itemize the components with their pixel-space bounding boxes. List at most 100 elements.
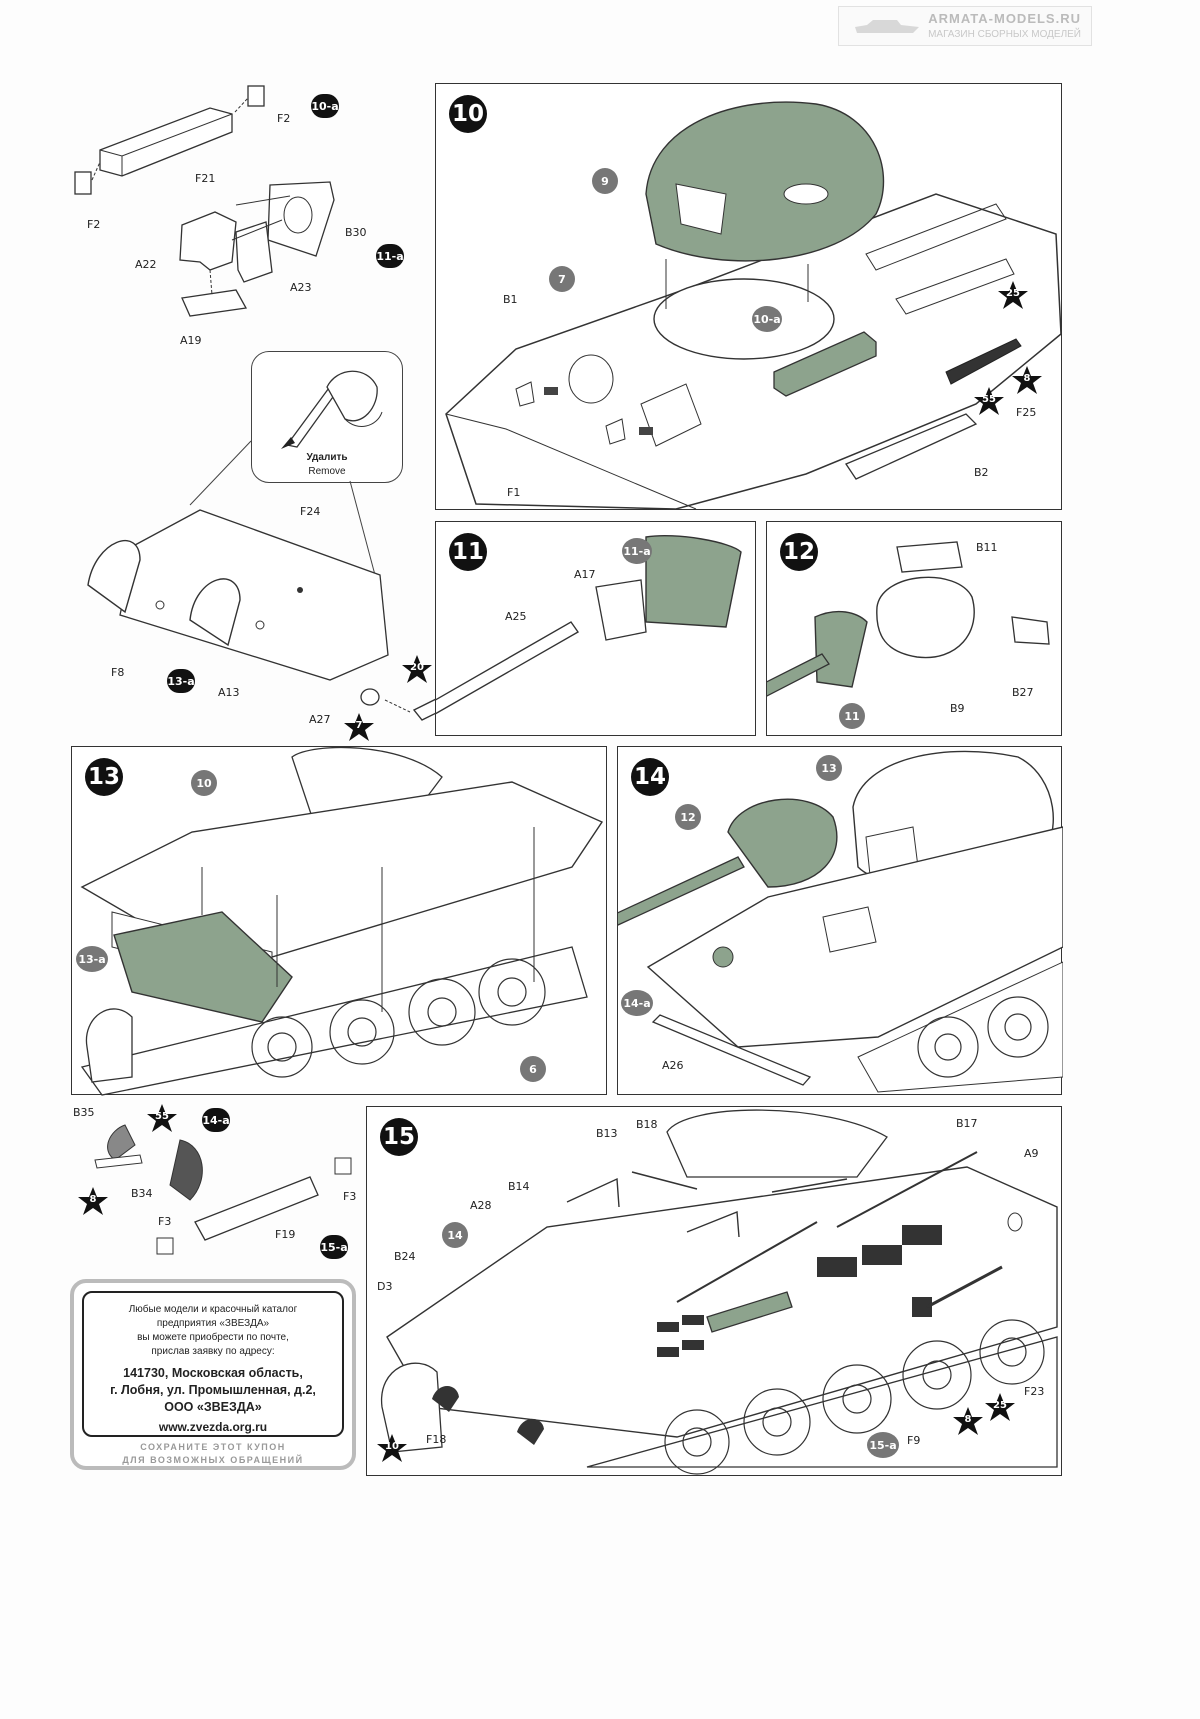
part-label-B11: B11 <box>976 541 998 554</box>
knife-hand-icon <box>281 370 383 449</box>
remove-label-en: Remove <box>308 466 346 477</box>
part-label-B17: B17 <box>956 1117 978 1130</box>
part-label-F18: F18 <box>426 1433 447 1446</box>
part-label-B35: B35 <box>73 1106 95 1119</box>
part-label-A27: A27 <box>309 713 331 726</box>
step-11-panel: 11 11-a A17 A25 <box>435 521 756 736</box>
subassembly-tag-10a: 10-a <box>311 94 339 118</box>
part-label-F9: F9 <box>907 1434 921 1447</box>
coupon-address: 141730, Московская область, г. Лобня, ул… <box>84 1365 342 1416</box>
watermark-subtitle: МАГАЗИН СБОРНЫХ МОДЕЛЕЙ <box>928 29 1081 40</box>
part-label-B13: B13 <box>596 1127 618 1140</box>
part-label-B27: B27 <box>1012 686 1034 699</box>
part-label-B1: B1 <box>503 293 518 306</box>
step-12-drawing <box>767 541 1050 697</box>
step-14-panel: 14 13 12 14-a A26 <box>617 746 1063 1095</box>
subassembly-10a-11a-drawing <box>74 85 335 317</box>
part-label-A19: A19 <box>180 334 202 347</box>
part-label-A22: A22 <box>135 258 157 271</box>
coupon-line: предприятия «ЗВЕЗДА» <box>156 1318 270 1329</box>
part-label-F25: F25 <box>1016 406 1037 419</box>
part-label-B18: B18 <box>636 1118 658 1131</box>
step-15-drawing <box>381 1109 1058 1475</box>
ref-circle-6: 6 <box>520 1056 546 1082</box>
step-13-drawing <box>80 747 604 1096</box>
part-label-F1: F1 <box>507 486 521 499</box>
part-label-B34: B34 <box>131 1187 153 1200</box>
part-label-A13: A13 <box>218 686 240 699</box>
coupon-address-line: ООО «ЗВЕЗДА» <box>164 1400 262 1414</box>
step-number-11: 11 <box>449 533 487 571</box>
subassembly-14a-15a-drawing <box>94 1124 352 1255</box>
subassembly-tag-15a: 15-a <box>320 1235 348 1259</box>
coupon-body: Любые модели и красочный каталог предпри… <box>82 1291 344 1437</box>
subassembly-13a-drawing <box>87 440 440 721</box>
part-label-A17: A17 <box>574 568 596 581</box>
part-label-B30: B30 <box>345 226 367 239</box>
part-label-B2: B2 <box>974 466 989 479</box>
step-number-12: 12 <box>780 533 818 571</box>
part-label-A23: A23 <box>290 281 312 294</box>
part-label-F2: F2 <box>87 218 101 231</box>
coupon-footer-line: СОХРАНИТЕ ЭТОТ КУПОН <box>140 1442 286 1452</box>
part-label-F21: F21 <box>195 172 216 185</box>
subassembly-tag-14a: 14-a <box>202 1108 230 1132</box>
coupon-line: вы можете приобрести по почте, <box>137 1332 289 1343</box>
ref-circle-7: 7 <box>549 266 575 292</box>
ref-circle-12: 12 <box>675 804 701 830</box>
part-label-F2: F2 <box>277 112 291 125</box>
paint-star-55: 55 <box>147 1104 177 1132</box>
paint-star-20: 20 <box>402 655 432 683</box>
paint-star-8: 8 <box>953 1407 983 1435</box>
part-label-B24: B24 <box>394 1250 416 1263</box>
ref-circle-10a: 10-a <box>752 306 782 332</box>
part-label-F3: F3 <box>158 1215 172 1228</box>
remove-label-ru: Удалить <box>306 452 348 463</box>
tank-logo-icon <box>855 20 919 33</box>
step-13-panel: 13 10 13-a 6 <box>71 746 607 1096</box>
coupon-address-line: 141730, Московская область, <box>123 1366 303 1380</box>
part-label-B14: B14 <box>508 1180 530 1193</box>
subassembly-tag-13a: 13-a <box>167 669 195 693</box>
step-11-drawing <box>436 534 742 715</box>
ref-circle-9: 9 <box>592 168 618 194</box>
step-10-panel: 10 9 7 10-a B1 F1 F25 B2 25 8 55 <box>435 83 1062 510</box>
part-label-B9: B9 <box>950 702 965 715</box>
paint-star-25: 25 <box>985 1393 1015 1421</box>
ref-circle-15a: 15-a <box>867 1432 899 1458</box>
remove-callout: Удалить Remove <box>251 351 403 483</box>
paint-star-8: 8 <box>78 1187 108 1215</box>
part-label-F24: F24 <box>300 505 321 518</box>
ref-circle-13: 13 <box>816 755 842 781</box>
coupon-footer-line: ДЛЯ ВОЗМОЖНЫХ ОБРАЩЕНИЙ <box>122 1455 304 1465</box>
ref-circle-11: 11 <box>839 703 865 729</box>
watermark-logo: ARMATA-MODELS.RU МАГАЗИН СБОРНЫХ МОДЕЛЕЙ <box>838 6 1092 46</box>
coupon-footer: СОХРАНИТЕ ЭТОТ КУПОН ДЛЯ ВОЗМОЖНЫХ ОБРАЩ… <box>74 1441 352 1467</box>
paint-star-55: 55 <box>974 387 1004 415</box>
coupon-address-line: г. Лобня, ул. Промышленная, д.2, <box>110 1383 316 1397</box>
step-15-panel: 15 14 15-a B13 B18 B17 A9 B14 A28 B24 D3… <box>366 1106 1062 1476</box>
ref-circle-11a: 11-a <box>622 538 652 564</box>
paint-star-10: 10 <box>377 1434 407 1462</box>
part-label-F19: F19 <box>275 1228 296 1241</box>
step-12-panel: 12 B11 B9 B27 11 <box>766 521 1062 736</box>
part-label-A28: A28 <box>470 1199 492 1212</box>
part-label-F23: F23 <box>1024 1385 1045 1398</box>
step-number-14: 14 <box>631 758 669 796</box>
step-number-15: 15 <box>380 1118 418 1156</box>
subassembly-tag-11a: 11-a <box>376 244 404 268</box>
paint-star-25: 25 <box>998 281 1028 309</box>
part-label-A26: A26 <box>662 1059 684 1072</box>
ref-circle-10: 10 <box>191 770 217 796</box>
part-label-D3: D3 <box>377 1280 393 1293</box>
step-10-drawing <box>445 101 1062 510</box>
ref-circle-13a: 13-a <box>76 946 108 972</box>
part-label-A25: A25 <box>505 610 527 623</box>
part-label-F8: F8 <box>111 666 125 679</box>
part-label-A9: A9 <box>1024 1147 1039 1160</box>
part-label-F3: F3 <box>343 1190 357 1203</box>
paint-star-8: 8 <box>1012 366 1042 394</box>
coupon-website: www.zvezda.org.ru <box>158 1420 268 1434</box>
step-14-drawing <box>618 750 1063 1093</box>
step-number-13: 13 <box>85 758 123 796</box>
